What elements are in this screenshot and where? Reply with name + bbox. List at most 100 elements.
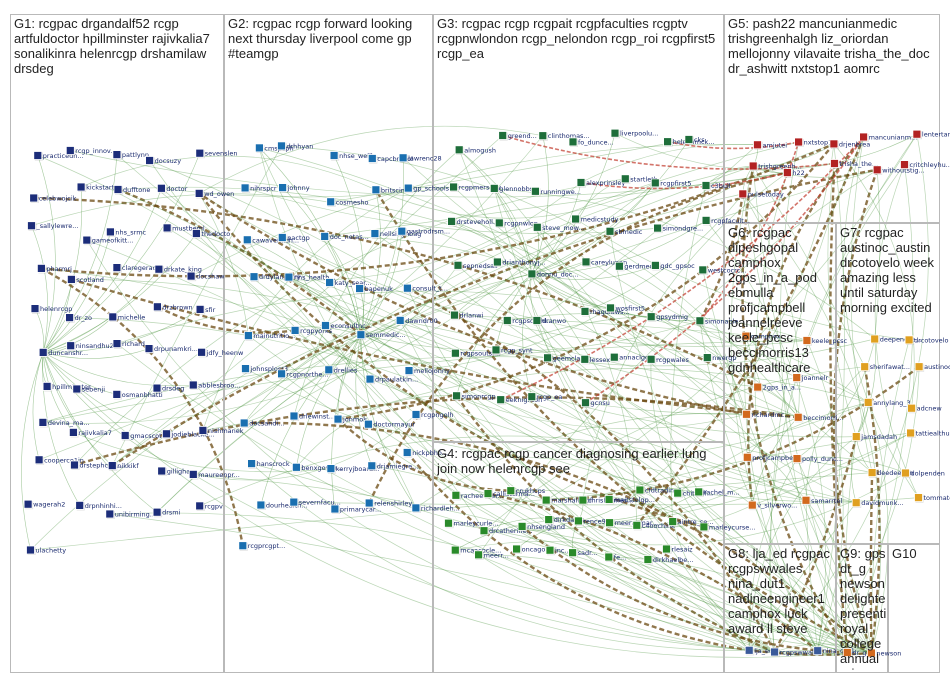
- node-dufftone[interactable]: dufftone: [113, 185, 150, 195]
- node-docshaw[interactable]: docshaw: [186, 271, 225, 282]
- node-gpsydmig[interactable]: gpsydmig: [646, 312, 688, 322]
- node-critchleyhu-[interactable]: critchleyhu...: [900, 160, 950, 170]
- node-greend-[interactable]: greend...: [498, 131, 537, 141]
- node-katy-sear-[interactable]: katy_sear...: [325, 278, 372, 288]
- node-practiceun-[interactable]: practiceun...: [33, 151, 84, 161]
- node-jdfy-heenw[interactable]: jdfy_heenw: [197, 347, 244, 358]
- node-simondgre-[interactable]: simondgre...: [653, 223, 704, 234]
- node-rcgp-ea[interactable]: rcgp_ea: [527, 392, 563, 402]
- node-rcgp-synt[interactable]: rcgp_synt: [491, 345, 533, 355]
- node-annylang-3[interactable]: annylang_3: [863, 397, 911, 408]
- node-profjcampbell[interactable]: profjcampbell: [742, 452, 797, 463]
- node-lentertaris[interactable]: lentertaris: [912, 129, 950, 140]
- node-clinthomas-[interactable]: clinthomas...: [538, 131, 590, 141]
- node-mellojonny[interactable]: mellojonny: [404, 366, 450, 376]
- node-docsandi-[interactable]: docsandi...: [239, 418, 284, 428]
- node-britscim[interactable]: britscim: [371, 185, 407, 195]
- node-rcgpnwlon-[interactable]: rcgpnwlon...: [494, 218, 544, 228]
- node-helenamck-[interactable]: helenamck...: [663, 137, 715, 147]
- node-johnny[interactable]: johnny: [278, 183, 310, 193]
- node-samarrtel[interactable]: samarrtel: [801, 495, 842, 506]
- node-newson[interactable]: newson: [867, 648, 901, 658]
- node-sbmedic[interactable]: sbmedic: [605, 226, 643, 237]
- node-devina-ma-[interactable]: devina_ma...: [38, 417, 90, 428]
- node-severnfacu-[interactable]: severnfacu...: [289, 497, 341, 508]
- node-h22[interactable]: h22: [783, 168, 805, 178]
- node-wd-owen[interactable]: wd_owen: [194, 188, 234, 199]
- node-racheelmer-[interactable]: racheelmer...: [451, 490, 504, 501]
- node-lja-ed[interactable]: lja_ed: [744, 645, 773, 656]
- node-nhsengland[interactable]: nhsengland: [517, 522, 565, 532]
- node-nikkikf[interactable]: nikkikf: [107, 461, 139, 471]
- node-cfdtrading1[interactable]: cfdtrading1: [635, 485, 683, 495]
- node-drjamiegre-[interactable]: drjamiegre...: [367, 461, 419, 471]
- node-kickstarter[interactable]: kickstarter: [76, 182, 121, 192]
- node-gcnsu[interactable]: gcnsu: [581, 398, 610, 408]
- node-drhhyan[interactable]: drhhyan: [277, 141, 314, 151]
- node-aintre-se-[interactable]: aintre_se...: [668, 517, 714, 527]
- node-2gps-in-a-[interactable]: 2gps_in_a...: [753, 382, 801, 393]
- node-trishgreenh-[interactable]: trishgreenh...: [748, 161, 802, 171]
- node-nwergp[interactable]: nwergp: [702, 353, 737, 363]
- node-oncagon[interactable]: oncagon: [512, 544, 550, 554]
- node-bapenuk[interactable]: bapenuk: [355, 284, 393, 294]
- node-sevenslen[interactable]: sevenslen: [195, 148, 238, 159]
- node-abblesbroo-[interactable]: abblesbroo...: [188, 380, 240, 390]
- node-drpaulatkin-[interactable]: drpaulatkin...: [365, 374, 418, 385]
- node-jodieblacke-[interactable]: jodieblacke...: [162, 429, 215, 439]
- node-gp-schools[interactable]: gp_schools: [403, 183, 450, 194]
- node-drdylanparry[interactable]: drdylanparry: [249, 272, 301, 282]
- node-marleycurse-[interactable]: marleycurse...: [699, 522, 756, 532]
- node-simonable[interactable]: simonable: [695, 316, 739, 326]
- node-almogush[interactable]: almogush: [454, 145, 496, 155]
- node-richardleh-[interactable]: richardleh...: [411, 503, 460, 513]
- node-johnsplosr3[interactable]: johnsplosr3: [241, 364, 289, 374]
- node-lawrenc28[interactable]: lawrenc28: [398, 153, 442, 163]
- node-drkate-king[interactable]: drkate_king: [154, 264, 202, 275]
- node-medicstudy[interactable]: medicstudy: [571, 214, 619, 224]
- node-lessex[interactable]: lessex: [580, 354, 610, 365]
- node-beccimorri-[interactable]: beccimorri...: [793, 412, 844, 423]
- node-kerryjboard-[interactable]: kerryjboard...: [326, 464, 379, 474]
- node-mancunianm-[interactable]: mancunianm...: [859, 132, 918, 142]
- node-drianthonyj-[interactable]: drianthonyj...: [492, 257, 546, 267]
- node-relenshirley[interactable]: relenshirley: [364, 498, 412, 508]
- node-richard[interactable]: richard: [112, 339, 145, 349]
- node-careylunan[interactable]: careylunan: [581, 257, 627, 267]
- node-davidmunk-[interactable]: davidmunk...: [851, 498, 904, 508]
- node-rcgpfacult-[interactable]: rcgpfacult...: [701, 215, 750, 226]
- node-gillighan[interactable]: gillighan: [157, 466, 195, 476]
- node-cosmesho[interactable]: cosmesho: [326, 197, 369, 207]
- node-cawavemich-[interactable]: cawavemich...: [242, 235, 299, 245]
- node-rcgpfirst5[interactable]: rcgpfirst5: [650, 178, 692, 188]
- node-rcgpngolh[interactable]: rcgpngolh: [411, 410, 454, 420]
- node-rcgpmerseyy[interactable]: rcgpmerseyy: [449, 182, 502, 192]
- node-rcgp-innov-[interactable]: rcgp_innov...: [65, 146, 116, 156]
- node-nina-dut1[interactable]: nina_dut1: [813, 646, 855, 656]
- node-startleth[interactable]: startleth: [620, 174, 658, 184]
- node-runningwe-[interactable]: runningwe...: [531, 186, 581, 197]
- node-nxtstop1[interactable]: nxtstop1: [794, 137, 833, 147]
- node-fo-dunce-[interactable]: fo_dunce...: [568, 137, 614, 147]
- node-drpnhinhi-[interactable]: drpnhinhi...: [75, 500, 122, 511]
- node-rcgpwales[interactable]: rcgpwales: [646, 354, 690, 365]
- node-rachel-m-[interactable]: rachel_m...: [694, 487, 740, 497]
- node-nishmanek[interactable]: nishmanek: [198, 425, 244, 436]
- node-mustbeml[interactable]: mustbeml: [162, 223, 205, 233]
- node-doctor[interactable]: doctor: [156, 183, 188, 194]
- node-drsmi[interactable]: drsmi: [152, 507, 181, 518]
- node-semmedic-[interactable]: semmedic...: [356, 330, 406, 340]
- node-joannelr[interactable]: joannelr: [792, 373, 829, 383]
- node-deedeeaun[interactable]: deedeeaun: [867, 468, 914, 478]
- node-dranwo[interactable]: dranwo: [532, 316, 566, 326]
- node-econsultnc-[interactable]: econsultnc...: [321, 321, 372, 331]
- node-benxgowle-[interactable]: benxgowle...: [291, 462, 343, 473]
- node-marleycurle-[interactable]: marleycurle...: [444, 518, 499, 529]
- node-drpunamkri-[interactable]: drpunamkri...: [144, 344, 198, 354]
- node-trisha-the-[interactable]: trisha_the...: [830, 159, 879, 169]
- node-drstephcou-[interactable]: drstephcou...: [70, 460, 123, 470]
- node-rlesaiz[interactable]: rlesaiz: [662, 544, 694, 554]
- node-adcnew[interactable]: adcnew: [907, 403, 943, 414]
- node-inc-[interactable]: inc...: [545, 545, 571, 556]
- node-gerdmedi-[interactable]: gerdmedi...: [615, 261, 662, 272]
